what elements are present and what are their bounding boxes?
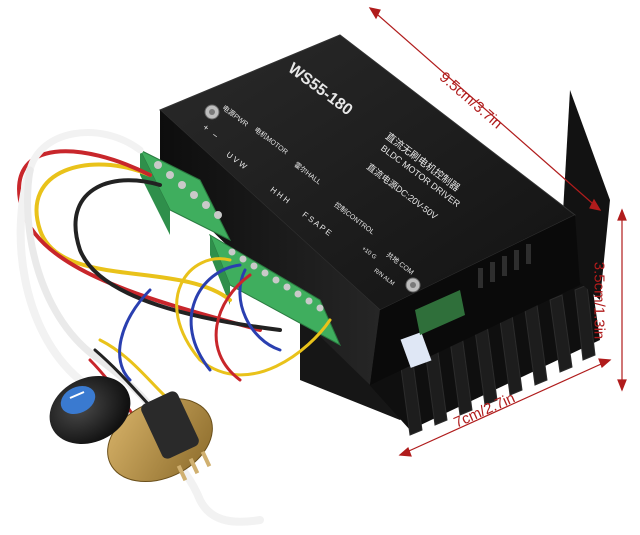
height-dimension-label: 3.5cm/1.3in [590, 261, 608, 340]
sticker [400, 332, 432, 368]
dimension-lines [368, 7, 627, 457]
knob-icon [49, 375, 131, 445]
terminal-block [138, 148, 342, 347]
potentiometer [49, 375, 213, 483]
